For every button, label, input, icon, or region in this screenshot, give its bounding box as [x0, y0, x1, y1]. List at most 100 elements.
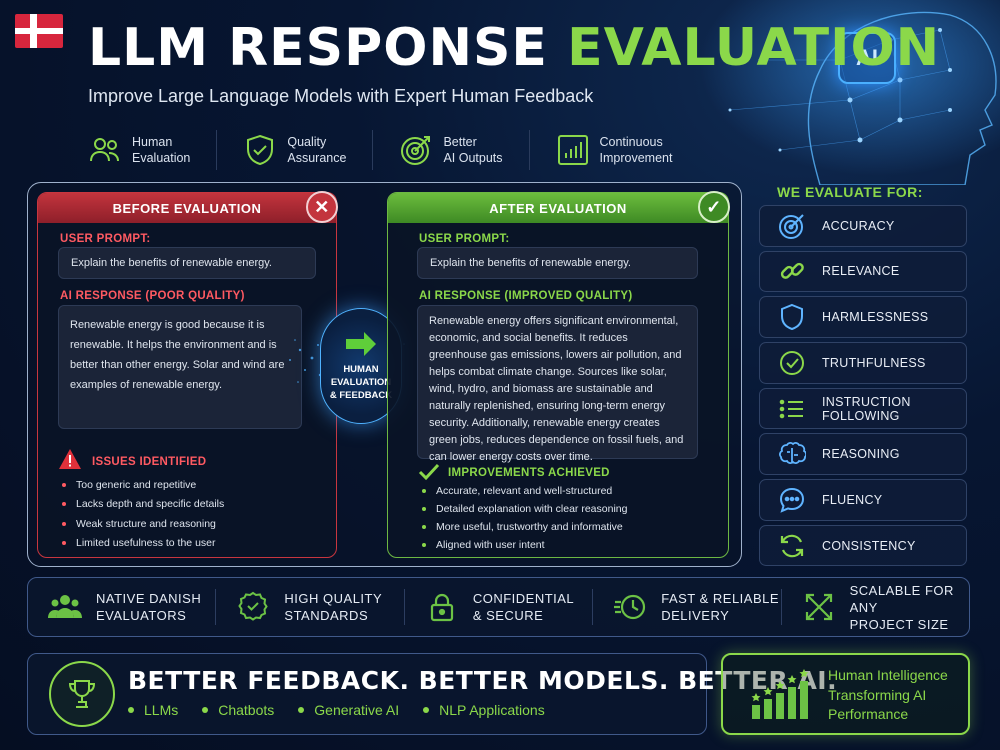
growth-chart-icon [751, 669, 809, 719]
improvements-label: IMPROVEMENTS ACHIEVED [448, 467, 610, 479]
evaluate-label: FLUENCY [822, 492, 883, 507]
award-icon [238, 591, 269, 621]
benefit-label: SCALABLE FOR ANY PROJECT SIZE [849, 582, 954, 632]
link-icon [780, 263, 804, 280]
list-item: Detailed explanation with clear reasonin… [422, 500, 627, 518]
ai-response-box: Renewable energy offers significant envi… [417, 305, 698, 463]
list-item: Accurate, relevant and well-structured [422, 482, 627, 500]
ai-response-label: AI RESPONSE (POOR QUALITY) [60, 290, 245, 302]
header-features: Human Evaluation Quality Assurance Bette… [88, 130, 724, 170]
close-icon: ✕ [306, 191, 338, 223]
feature-label: Better AI Outputs [443, 135, 503, 165]
tag-item: Generative AI [298, 702, 399, 718]
chat-icon [779, 487, 805, 513]
tag-item: Chatbots [202, 702, 274, 718]
evaluate-label: REASONING [822, 447, 900, 462]
before-header: BEFORE EVALUATION ✕ [38, 191, 338, 223]
benefit-confidential: CONFIDENTIAL & SECURE [405, 589, 594, 625]
footer-slogan: BETTER FEEDBACK. BETTER MODELS. BETTER A… [128, 666, 838, 695]
warning-icon [59, 449, 81, 469]
list-item: More useful, trustworthy and informative [422, 518, 627, 536]
check-icon: ✓ [698, 191, 730, 223]
evaluate-item-instruction-following: INSTRUCTION FOLLOWING [759, 387, 967, 430]
people-icon [90, 138, 119, 162]
benefit-high-quality: HIGH QUALITY STANDARDS [216, 589, 405, 625]
benefit-label: HIGH QUALITY STANDARDS [284, 591, 383, 623]
cta-panel [721, 653, 970, 735]
benefits-bar: NATIVE DANISH EVALUATORS HIGH QUALITY ST… [27, 577, 970, 637]
target-icon [401, 136, 431, 165]
issues-label: ISSUES IDENTIFIED [92, 456, 207, 468]
after-header: AFTER EVALUATION ✓ [388, 191, 730, 223]
lock-icon [430, 593, 453, 622]
evaluate-item-consistency: CONSISTENCY [759, 524, 967, 567]
evaluate-item-truthfulness: TRUTHFULNESS [759, 342, 967, 384]
after-evaluation-panel: AFTER EVALUATION ✓ USER PROMPT: Explain … [387, 191, 730, 558]
evaluate-item-accuracy: ACCURACY [759, 205, 967, 247]
tag-item: NLP Applications [423, 702, 545, 718]
benefit-label: NATIVE DANISH EVALUATORS [96, 591, 202, 623]
benefit-fast-delivery: FAST & RELIABLE DELIVERY [593, 589, 782, 625]
evaluate-label: INSTRUCTION FOLLOWING [822, 394, 911, 423]
list-item: Weak structure and reasoning [62, 514, 224, 534]
trophy-badge [49, 661, 115, 727]
before-evaluation-panel: BEFORE EVALUATION ✕ USER PROMPT: Explain… [37, 191, 338, 558]
ai-badge-label: AI [856, 45, 878, 70]
bar-chart-icon [557, 135, 588, 165]
improvements-list: Accurate, relevant and well-structured D… [422, 482, 627, 554]
page-subtitle: Improve Large Language Models with Exper… [88, 86, 594, 106]
evaluate-list: ACCURACY RELEVANCE HARMLESSNESS TRUTHFUL… [759, 205, 967, 571]
human-feedback-label: HUMAN EVALUATION & FEEDBACK [329, 363, 393, 401]
ai-response-box: Renewable energy is good because it is r… [58, 305, 302, 429]
list-item: Lacks depth and specific details [62, 495, 224, 515]
expand-icon [805, 593, 832, 621]
refresh-icon [780, 534, 804, 557]
before-title: BEFORE EVALUATION [112, 200, 262, 216]
benefit-label: CONFIDENTIAL & SECURE [472, 591, 575, 623]
danish-flag-icon [15, 14, 63, 48]
feature-label: Quality Assurance [287, 135, 347, 165]
evaluate-label: CONSISTENCY [822, 538, 916, 553]
footer-slogan-panel [27, 653, 707, 735]
feature-better-outputs: Better AI Outputs [399, 130, 530, 170]
feature-quality-assurance: Quality Assurance [243, 130, 374, 170]
fast-clock-icon [614, 594, 646, 620]
evaluate-label: ACCURACY [822, 218, 895, 233]
feature-continuous-improvement: Continuous Improvement [556, 130, 699, 170]
checkmark-icon [418, 463, 440, 481]
arrow-right-icon [346, 331, 376, 356]
benefit-native-danish: NATIVE DANISH EVALUATORS [28, 589, 217, 625]
user-prompt-label: USER PROMPT: [419, 233, 510, 245]
shield-check-icon [247, 134, 274, 166]
list-icon [779, 399, 803, 418]
shield-icon [781, 304, 803, 331]
page-title: LLM RESPONSE EVALUATION [88, 14, 940, 82]
group-icon [48, 595, 82, 618]
user-prompt-box: Explain the benefits of renewable energy… [417, 247, 698, 279]
cta-text: Human Intelligence Transforming AI Perfo… [828, 667, 948, 722]
feature-label: Human Evaluation [132, 135, 191, 165]
user-prompt-box: Explain the benefits of renewable energy… [58, 247, 316, 279]
benefit-scalable: SCALABLE FOR ANY PROJECT SIZE [782, 583, 969, 632]
title-part2: EVALUATION [567, 18, 941, 78]
benefit-label: FAST & RELIABLE DELIVERY [661, 591, 780, 623]
feature-label: Continuous Improvement [599, 135, 673, 165]
target-icon [779, 214, 804, 239]
evaluate-item-relevance: RELEVANCE [759, 250, 967, 293]
tag-item: LLMs [128, 702, 178, 718]
use-case-tags: LLMs Chatbots Generative AI NLP Applicat… [128, 702, 545, 718]
list-item: Limited usefulness to the user [62, 534, 224, 554]
trophy-icon [68, 680, 96, 708]
title-part1: LLM RESPONSE [88, 18, 548, 78]
evaluate-item-fluency: FLUENCY [759, 479, 967, 521]
evaluate-label: RELEVANCE [822, 264, 900, 279]
issues-list: Too generic and repetitive Lacks depth a… [62, 475, 224, 553]
ai-brain-illustration [700, 0, 1000, 185]
list-item: Aligned with user intent [422, 536, 627, 554]
feature-human-evaluation: Human Evaluation [88, 130, 218, 170]
brain-icon [779, 442, 806, 465]
evaluate-label: TRUTHFULNESS [822, 355, 926, 370]
evaluate-label: HARMLESSNESS [822, 310, 929, 325]
ai-chip-icon: AI [838, 32, 896, 84]
after-title: AFTER EVALUATION [489, 200, 627, 216]
